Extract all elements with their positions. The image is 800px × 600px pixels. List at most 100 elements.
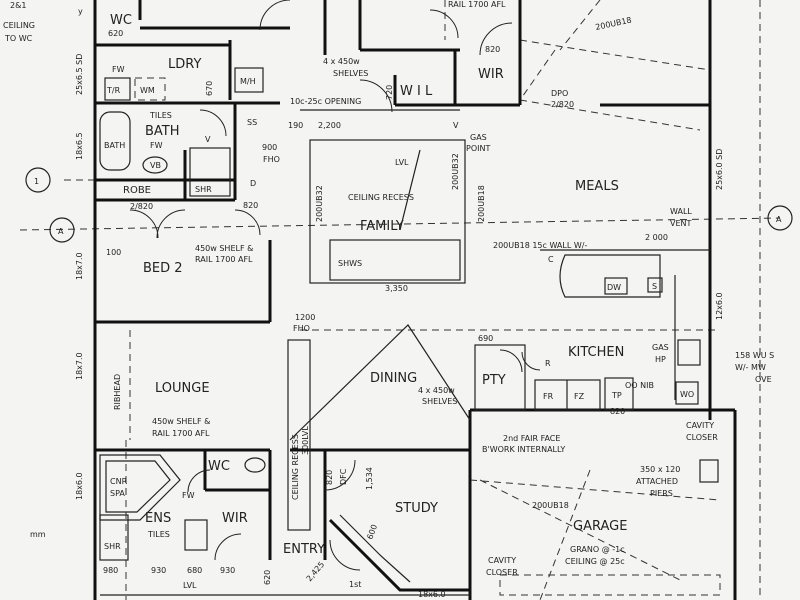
grid-line-a: [19, 217, 781, 231]
room-garage: GARAGE: [573, 519, 627, 534]
door-swing: [234, 209, 261, 236]
bathtub: [99, 111, 131, 171]
note-tr: T/R: [106, 86, 121, 95]
note-shelves: 4 x 450w: [418, 386, 455, 395]
note-piers: 350 x 120: [640, 465, 680, 474]
note-shr: SHR: [195, 185, 212, 194]
course-dimension: 25x6.0 SD: [715, 149, 724, 190]
note-r: R: [545, 359, 551, 368]
dimension: 620: [108, 29, 123, 38]
dashed-line: [559, 0, 601, 51]
toilet-ldry: [104, 77, 131, 101]
room-wir-ens: WIR: [222, 511, 248, 526]
corner-spa-inner: [105, 460, 171, 513]
door-swing: [521, 351, 541, 371]
note-c: C: [548, 255, 554, 264]
note-freezer: FZ: [574, 392, 585, 401]
note-ss: SS: [247, 118, 257, 127]
dimension: 720: [385, 85, 394, 100]
dimension: 930: [220, 566, 235, 575]
family-recess-inner: [329, 239, 461, 281]
note-tp: 820: [610, 407, 625, 416]
note-piers: ATTACHED: [636, 477, 678, 486]
room-dining: DINING: [370, 371, 417, 386]
note-ceiling-recess: CEILING RECESS: [348, 193, 414, 202]
note-sink: S: [652, 282, 657, 291]
note-shelves: SHELVES: [422, 397, 457, 406]
note-bathtub: BATH: [104, 141, 125, 150]
door-swing: [156, 209, 186, 239]
room-study: STUDY: [395, 501, 438, 516]
note-door: 820: [325, 470, 334, 485]
room-ldry: LDRY: [168, 57, 201, 72]
garage-door: [499, 574, 721, 596]
grid-ref-a-left: [49, 217, 75, 243]
room-bed2: BED 2: [143, 261, 183, 276]
ceiling-recess: [309, 139, 466, 284]
note-fw: FW: [150, 141, 163, 150]
note-beam: 200UB18 15c WALL W/-: [493, 241, 587, 250]
pantry: [474, 344, 526, 411]
kitchen-island: [559, 254, 661, 298]
note-cavity: CAVITY: [488, 556, 516, 565]
door-swing: [479, 22, 513, 56]
note-wm: WM: [140, 86, 155, 95]
course-dimension: 25x6.5 SD: [75, 54, 84, 95]
room-wc-ens: WC: [208, 459, 230, 474]
note-ceiling-wc: 2&1: [10, 1, 26, 10]
dimension: 820: [485, 45, 500, 54]
room-family: FAMILY: [360, 219, 404, 234]
note-ceiling-wc: CEILING: [3, 21, 35, 30]
note-garage-ceiling: CEILING @ 25c: [565, 557, 625, 566]
note-lvl: 300LVL: [301, 426, 310, 455]
note-tiles: TILES: [147, 530, 170, 539]
note-ceiling-recess: CEILING RECESS: [291, 434, 300, 500]
dashed-line: [519, 49, 556, 101]
note-robe: 2/820: [130, 202, 153, 211]
grid-ref-1: [25, 167, 51, 193]
note-gas: POINT: [466, 144, 490, 153]
note-piers: PIERS: [650, 489, 673, 498]
corner-spa: [99, 454, 181, 521]
note-shelves: 4 x 450w: [323, 57, 360, 66]
course-dimension: 18x7.0: [75, 352, 84, 380]
dimension: 980: [103, 566, 118, 575]
room-wir-top: WIR: [478, 67, 504, 82]
dimension: 18x6.0: [418, 590, 446, 599]
note-lvl: LVL: [183, 581, 197, 590]
dashed-line: [519, 99, 701, 131]
dimension: 680: [187, 566, 202, 575]
note-opening: 10c-25c OPENING: [290, 97, 361, 106]
note-wo: WO: [680, 390, 694, 399]
note-y: y: [78, 7, 83, 16]
note-fho: FHO: [263, 155, 280, 164]
dimension: 100: [106, 248, 121, 257]
beam-line: [399, 149, 421, 231]
note-dw: DW: [607, 283, 621, 292]
dimension: 930: [151, 566, 166, 575]
note-fho: 900: [262, 143, 277, 152]
note-dpo: DPO: [551, 89, 568, 98]
note-dpo: 2/820: [551, 100, 574, 109]
note-rail: RAIL 1700 AFL: [448, 0, 506, 9]
note-vb: VB: [150, 161, 161, 170]
toilet-ens: [244, 457, 266, 473]
dimension: 690: [478, 334, 493, 343]
note-nib: OO NIB: [625, 381, 654, 390]
note-beam: 200UB32: [451, 153, 460, 190]
door-swing: [259, 0, 291, 31]
room-entry: ENTRY: [283, 542, 325, 557]
garage-line: [479, 479, 681, 581]
note-shr: SHR: [104, 542, 121, 551]
door-swing: [324, 459, 356, 491]
dimension: 190: [288, 121, 303, 130]
note-mh: M/H: [240, 77, 256, 86]
entry-wall-inner: [339, 514, 411, 583]
tall-pantry: [604, 377, 634, 411]
note-v: V: [205, 135, 211, 144]
door-swing: [199, 109, 227, 137]
room-ens: ENS: [145, 511, 171, 526]
note-ribhead: RIBHEAD: [113, 374, 122, 410]
note-mm: mm: [30, 530, 46, 539]
room-wc-top: WC: [110, 13, 132, 28]
